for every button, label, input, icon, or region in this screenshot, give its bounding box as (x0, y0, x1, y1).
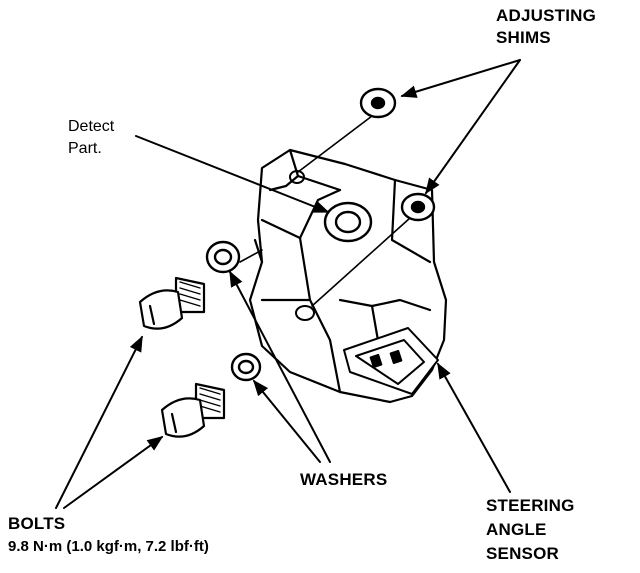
bolt-upper (138, 276, 206, 330)
sensor-connector (343, 327, 439, 395)
adjusting-shims-label-line2: SHIMS (496, 28, 551, 47)
washer-lower (230, 352, 262, 382)
adjusting-shim-upper (359, 87, 397, 119)
detect-part (323, 201, 373, 243)
steering-angle-sensor-label-line1: STEERING (486, 496, 575, 515)
steering-angle-sensor-label-line3: SENSOR (486, 544, 559, 563)
bolt-lower (160, 382, 226, 438)
detect-part-label-line2: Part. (68, 140, 102, 157)
leader-arrows (55, 59, 521, 509)
adjusting-shims-label-line1: ADJUSTING (496, 6, 597, 25)
steering-angle-sensor-label-line2: ANGLE (486, 520, 547, 539)
bolts-label: BOLTS (8, 514, 66, 533)
detect-part-label-line1: Detect (68, 118, 115, 135)
adjusting-shim-lower (400, 192, 436, 222)
assembly-guide-lines (239, 115, 411, 307)
bolt-torque-label: 9.8 N·m (1.0 kgf·m, 7.2 lbf·ft) (8, 538, 209, 555)
washers-label: WASHERS (300, 470, 388, 489)
washer-upper (205, 240, 241, 274)
lower-bolt-hole (295, 305, 315, 321)
upper-bolt-hole (289, 170, 305, 184)
